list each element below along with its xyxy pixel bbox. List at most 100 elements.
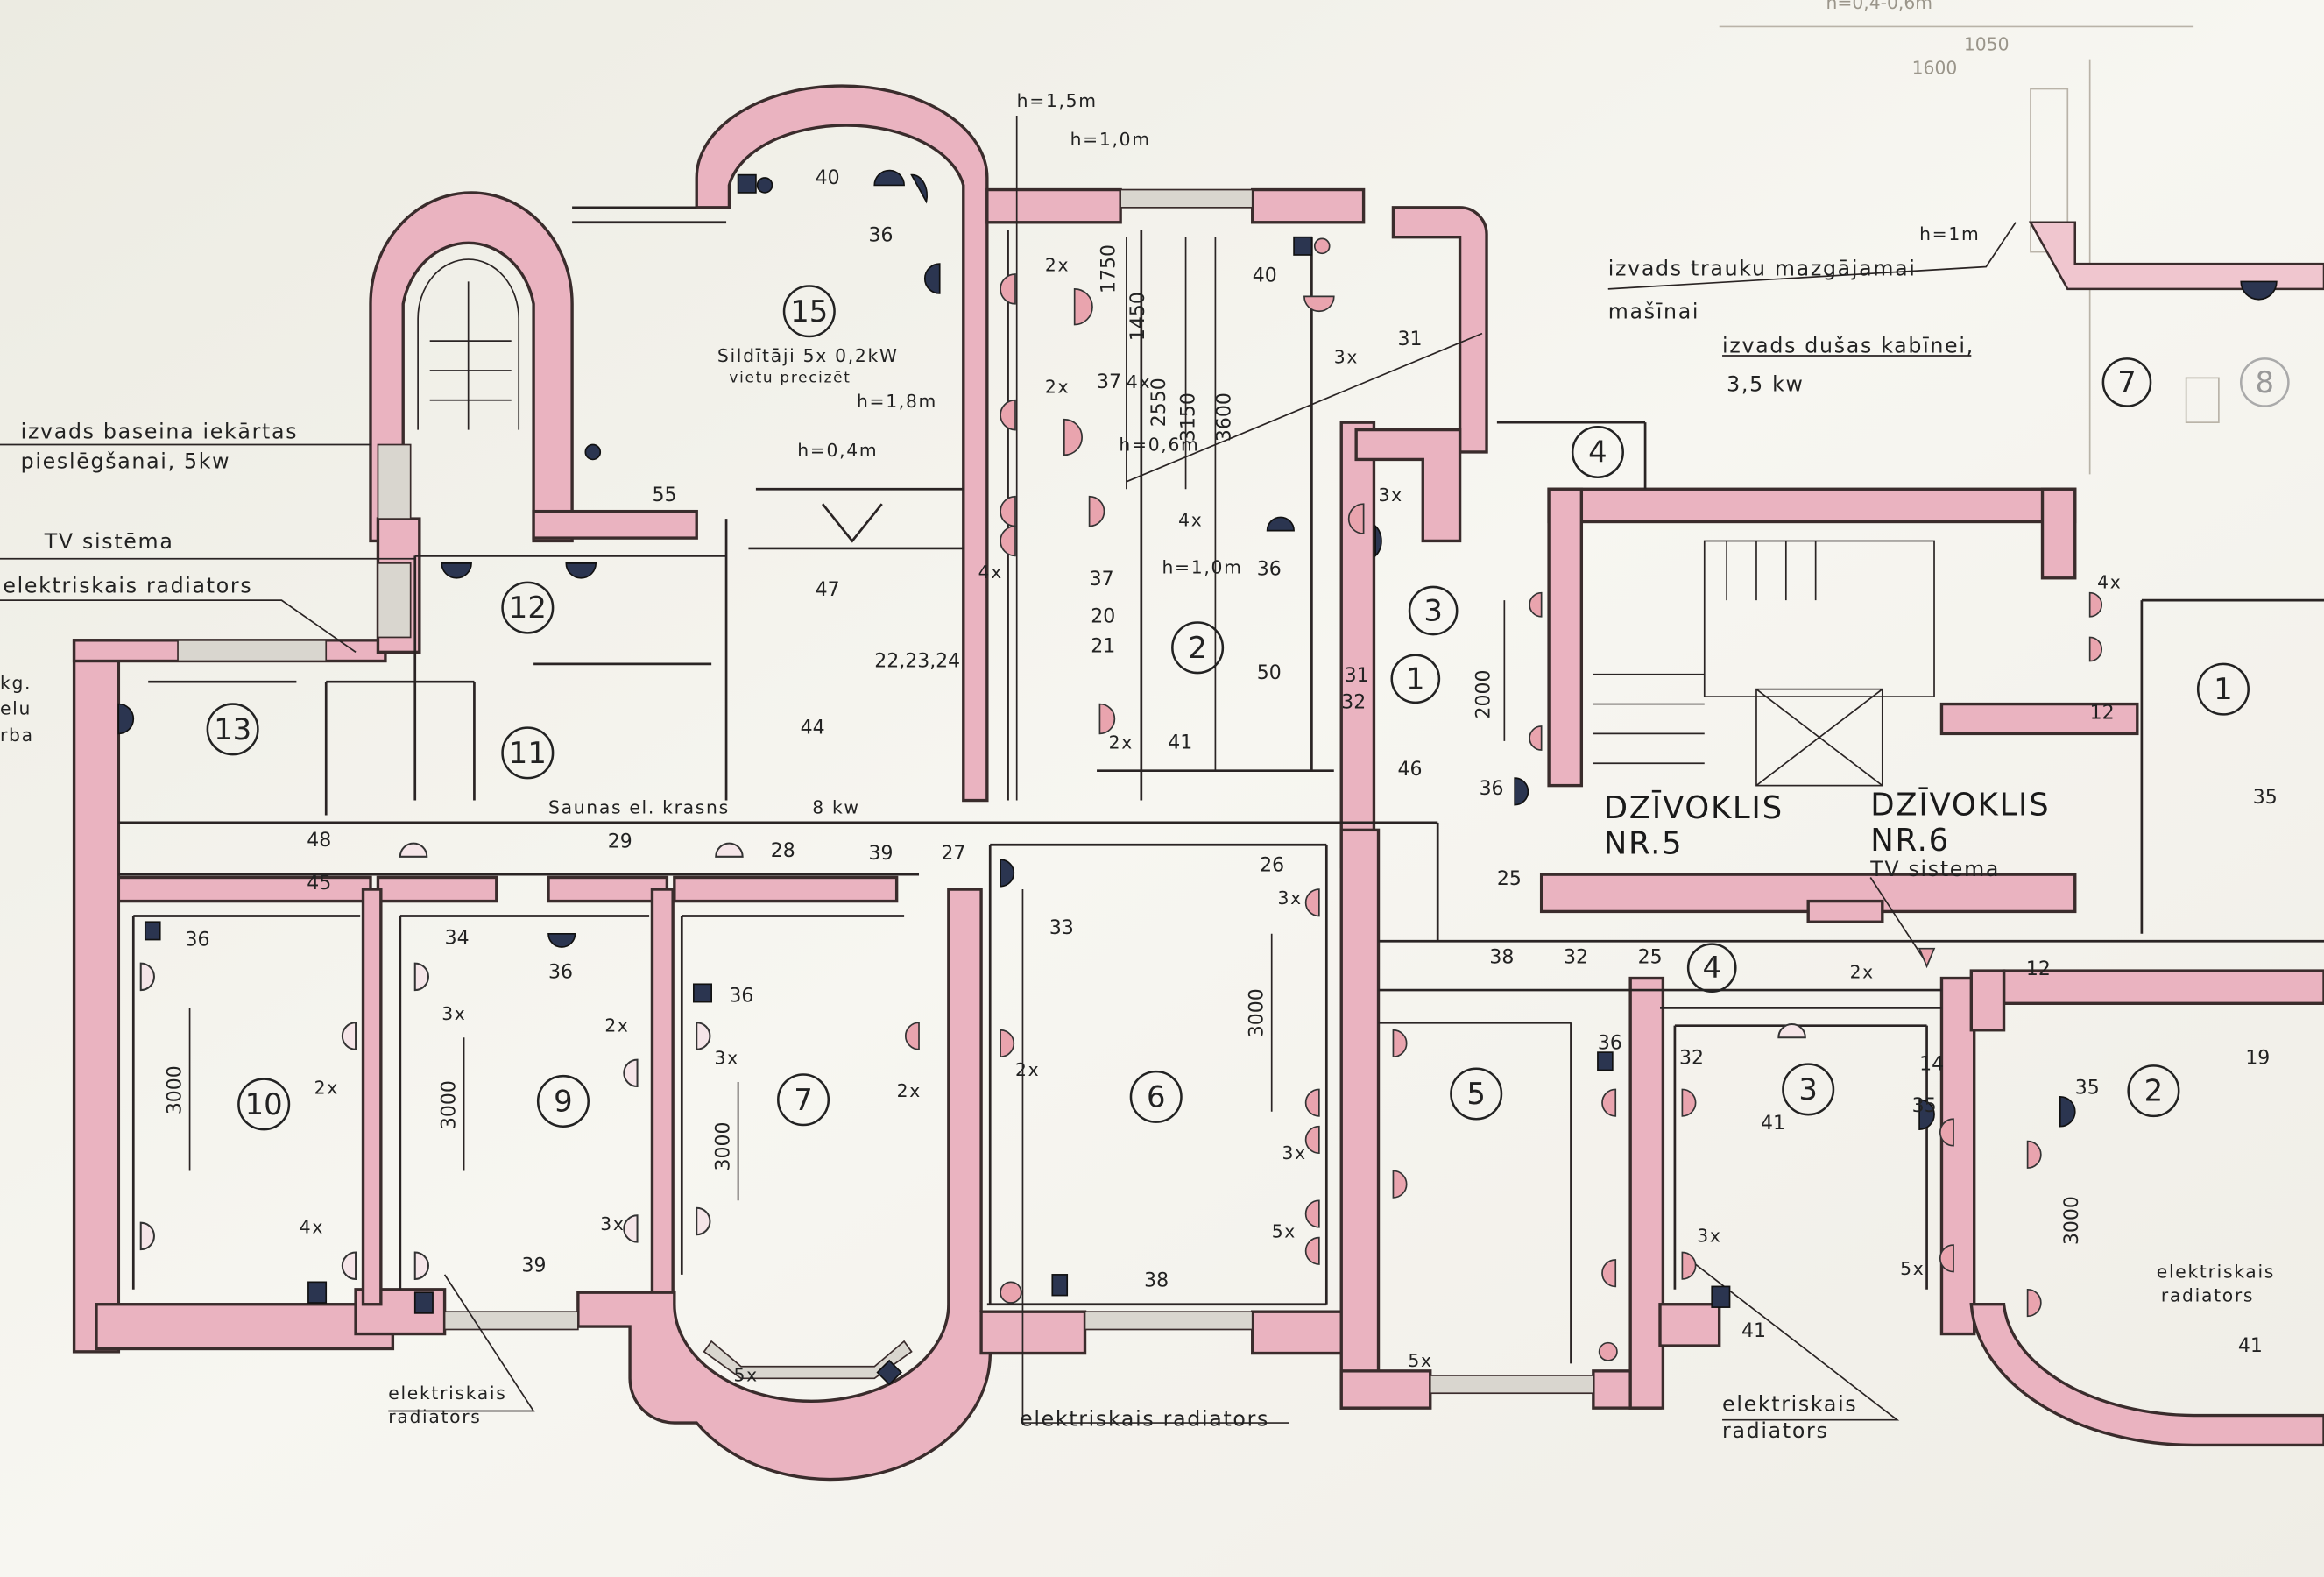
svg-text:1450: 1450 xyxy=(1127,292,1149,341)
svg-text:6: 6 xyxy=(1147,1079,1166,1114)
height-note-h1: h=1m xyxy=(1919,223,1980,244)
svg-text:20: 20 xyxy=(1091,606,1115,628)
lamp-icon xyxy=(1681,1251,1697,1280)
svg-text:7: 7 xyxy=(2117,365,2137,400)
svg-text:5x: 5x xyxy=(1900,1258,1925,1279)
radiator-note: radiators xyxy=(2161,1284,2254,1305)
svg-text:35: 35 xyxy=(1912,1095,1937,1117)
svg-text:3x: 3x xyxy=(1697,1226,1721,1247)
socket-icon xyxy=(584,443,602,461)
svg-text:5x: 5x xyxy=(734,1365,759,1386)
svg-text:4: 4 xyxy=(1588,435,1607,469)
svg-text:5x: 5x xyxy=(1408,1350,1432,1371)
dimension-1050: 1050 xyxy=(1964,34,2010,55)
lamp-icon xyxy=(1304,1236,1320,1265)
room-label: 1 xyxy=(2196,662,2250,716)
lamp-icon xyxy=(413,962,429,992)
apartment-6-number: NR.6 xyxy=(1870,823,1950,859)
svg-text:46: 46 xyxy=(1398,759,1423,781)
switch-box-icon xyxy=(737,173,757,194)
svg-text:38: 38 xyxy=(1489,947,1514,969)
shower-outlet-power: 3,5 kw xyxy=(1727,372,1804,397)
lamp-icon xyxy=(1098,703,1116,735)
lamp-icon xyxy=(399,842,428,858)
svg-text:10: 10 xyxy=(245,1087,283,1121)
dimensions: 3000 3000 3000 3000 3000 2000 1750 1450 … xyxy=(164,244,2083,1245)
svg-text:4x: 4x xyxy=(1127,371,1151,392)
svg-text:3000: 3000 xyxy=(712,1122,734,1171)
svg-text:32: 32 xyxy=(1564,947,1588,969)
svg-text:2x: 2x xyxy=(1109,732,1134,753)
room-label: 2 xyxy=(2127,1064,2180,1118)
lamp-icon xyxy=(1918,1099,1935,1130)
svg-text:36: 36 xyxy=(548,962,573,984)
radiator-icon xyxy=(413,1291,434,1314)
svg-text:31: 31 xyxy=(1398,329,1423,350)
svg-text:3150: 3150 xyxy=(1178,392,1200,442)
lamp-icon xyxy=(2026,1140,2042,1169)
svg-text:4: 4 xyxy=(1702,951,1721,985)
apartment-5-number: NR.5 xyxy=(1604,825,1684,861)
radiator-icon xyxy=(876,1359,902,1386)
svg-text:3x: 3x xyxy=(600,1213,625,1234)
svg-text:3000: 3000 xyxy=(164,1065,186,1114)
svg-text:15: 15 xyxy=(790,294,828,329)
svg-text:2000: 2000 xyxy=(1473,670,1494,719)
lamp-icon xyxy=(2240,280,2278,301)
lamp-icon xyxy=(1073,288,1093,326)
svg-text:41: 41 xyxy=(1741,1320,1766,1342)
svg-text:3: 3 xyxy=(1798,1072,1818,1107)
svg-text:45: 45 xyxy=(307,873,331,895)
svg-text:3x: 3x xyxy=(715,1048,739,1069)
height-note: h=1,8m xyxy=(857,391,937,412)
lamp-icon xyxy=(1088,495,1105,527)
lamp-icon xyxy=(1392,1029,1408,1058)
room-label: 5 xyxy=(1450,1067,1503,1121)
svg-text:37: 37 xyxy=(1090,569,1114,590)
svg-text:48: 48 xyxy=(307,830,331,852)
svg-text:11: 11 xyxy=(509,736,547,770)
lamp-icon xyxy=(1601,1259,1617,1288)
lamp-icon xyxy=(923,263,941,294)
svg-text:4x: 4x xyxy=(978,562,1003,583)
svg-text:5: 5 xyxy=(1466,1077,1486,1111)
svg-text:3000: 3000 xyxy=(1247,988,1268,1037)
svg-text:2x: 2x xyxy=(604,1015,629,1036)
apartment-6-label: DZĪVOKLIS xyxy=(1870,787,2050,823)
height-note: h=1,5m xyxy=(1017,90,1098,111)
height-note-top: h=0,4-0,6m xyxy=(1826,0,1933,13)
svg-text:41: 41 xyxy=(2238,1335,2263,1357)
lamp-icon xyxy=(1304,1199,1320,1228)
svg-text:33: 33 xyxy=(1049,917,1074,939)
sauna-stove-power: 8 kw xyxy=(812,797,860,818)
wall-lamp-group xyxy=(139,273,2103,1318)
lamp-icon xyxy=(1514,777,1529,806)
cut-off-text: kg. xyxy=(0,673,32,694)
dishwasher-outlet-note: izvads trauku mazgājamai xyxy=(1608,257,1917,281)
lamp-icon xyxy=(2026,1288,2042,1318)
height-note: h=1,0m xyxy=(1162,557,1243,578)
radiator-icon xyxy=(1051,1274,1069,1297)
svg-text:32: 32 xyxy=(1679,1048,1704,1070)
lamp-icon xyxy=(1374,524,1382,558)
svg-text:29: 29 xyxy=(608,831,632,853)
svg-text:25: 25 xyxy=(1638,947,1663,969)
lamp-icon xyxy=(1000,495,1016,527)
svg-text:3x: 3x xyxy=(1282,1142,1307,1163)
lamp-multipliers: 2x 4x 3x 2x 4x 3x 2x 3x 5x 4x 3x 4x 5x 2… xyxy=(300,255,2121,1386)
svg-text:3x: 3x xyxy=(1334,346,1359,367)
svg-text:55: 55 xyxy=(652,484,676,506)
lamp-icon xyxy=(1304,888,1320,917)
svg-text:3: 3 xyxy=(1423,593,1443,627)
svg-text:12: 12 xyxy=(2026,958,2051,980)
svg-text:2x: 2x xyxy=(897,1080,922,1101)
svg-text:40: 40 xyxy=(1253,265,1277,286)
lamp-icon xyxy=(2088,636,2103,662)
switch-box-icon xyxy=(144,921,161,941)
lamp-icon xyxy=(1303,295,1335,313)
svg-text:39: 39 xyxy=(868,843,893,865)
svg-text:40: 40 xyxy=(816,167,840,189)
svg-text:2550: 2550 xyxy=(1148,378,1170,427)
svg-text:50: 50 xyxy=(1257,662,1282,684)
